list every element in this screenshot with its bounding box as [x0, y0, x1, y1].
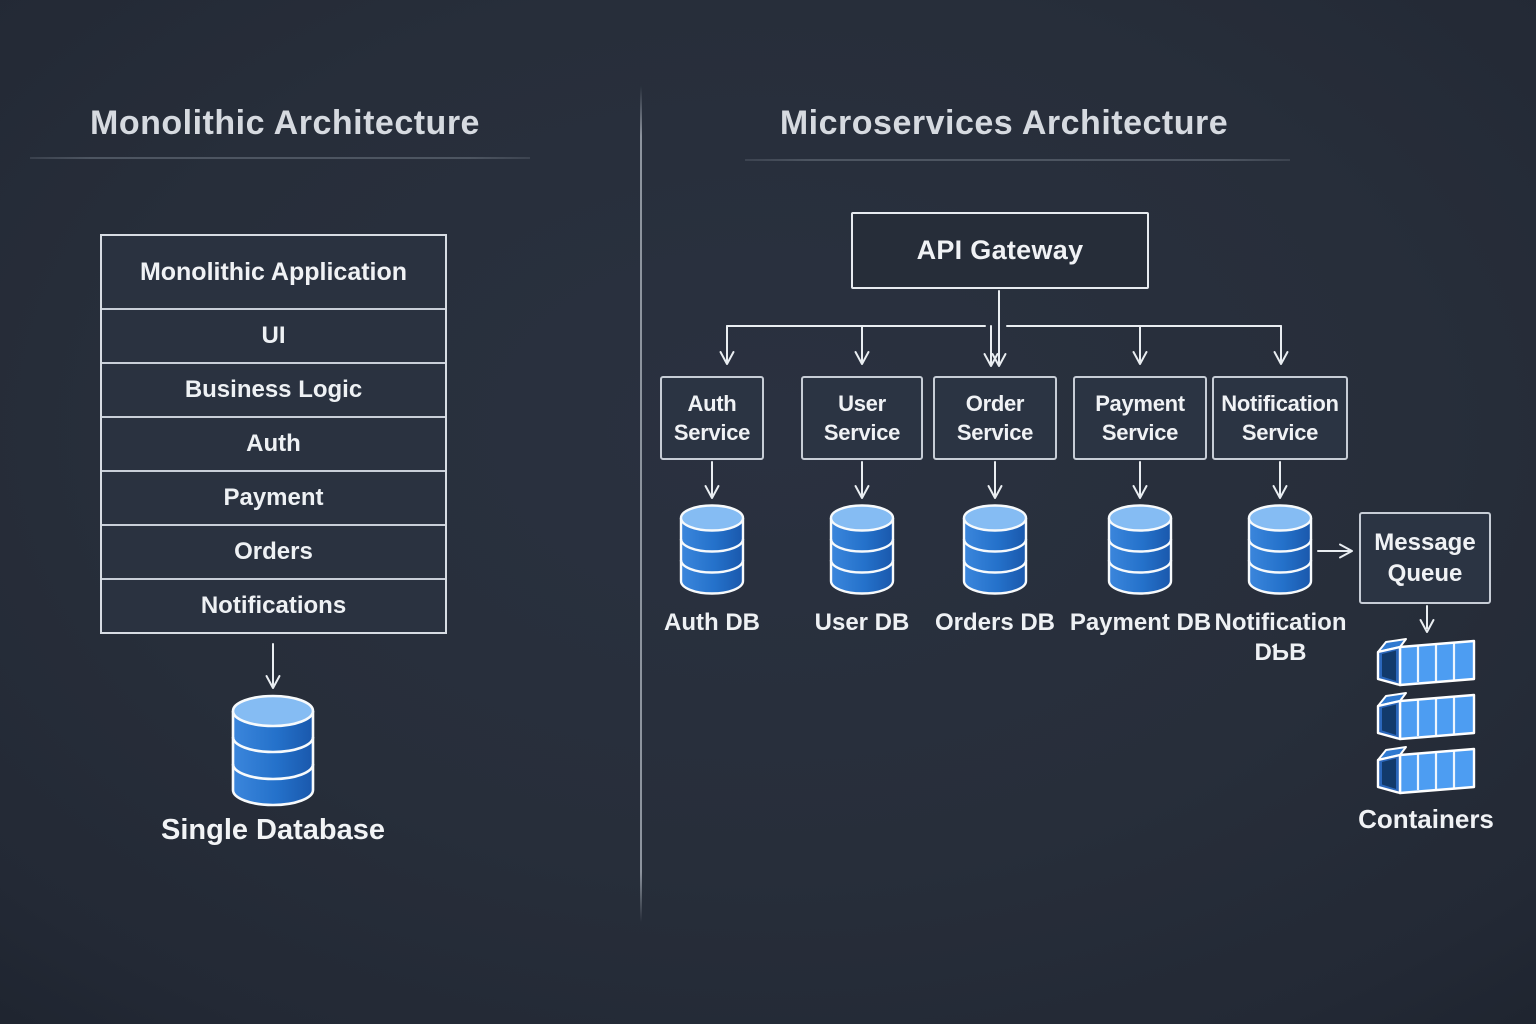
- monolith-layer-business-logic: Business Logic: [102, 362, 445, 416]
- title-underline: [30, 157, 530, 159]
- containers-label: Containers: [1358, 804, 1494, 834]
- api-gateway-box: API Gateway: [851, 212, 1149, 289]
- container-icon: [1376, 638, 1476, 687]
- title-underline: [745, 159, 1290, 161]
- database-icon: [1247, 504, 1313, 595]
- monolith-layer-ui: UI: [102, 308, 445, 362]
- auth-db-label: Auth DB: [664, 609, 760, 636]
- database-icon: [962, 504, 1028, 595]
- payment-db-label: Payment DB: [1069, 609, 1212, 636]
- order-service-box: Order Service: [933, 376, 1057, 460]
- database-icon: [829, 504, 895, 595]
- user-db-label: User DB: [814, 609, 910, 636]
- auth-service-box: Auth Service: [660, 376, 764, 460]
- monolith-layer-notifications: Notifications: [102, 578, 445, 632]
- monolithic-title: Monolithic Architecture: [90, 104, 480, 142]
- monolith-layer-auth: Auth: [102, 416, 445, 470]
- user-service-box: User Service: [801, 376, 923, 460]
- microservices-title: Microservices Architecture: [779, 104, 1229, 142]
- orders-db-label: Orders DB: [934, 609, 1056, 636]
- single-database-label: Single Database: [160, 814, 386, 846]
- database-icon: [231, 694, 315, 807]
- database-icon: [679, 504, 745, 595]
- database-icon: [1107, 504, 1173, 595]
- payment-service-box: Payment Service: [1073, 376, 1207, 460]
- monolithic-application-box: Monolithic Application UI Business Logic…: [100, 234, 447, 634]
- notification-service-box: Notification Service: [1212, 376, 1348, 460]
- container-icon: [1376, 746, 1476, 795]
- monolith-layer-payment: Payment: [102, 470, 445, 524]
- message-queue-box: Message Queue: [1359, 512, 1491, 604]
- notification-db-label: Notification DƄB: [1214, 609, 1347, 666]
- monolith-header: Monolithic Application: [139, 257, 408, 286]
- monolith-layer-orders: Orders: [102, 524, 445, 578]
- panel-divider: [640, 86, 642, 922]
- container-icon: [1376, 692, 1476, 741]
